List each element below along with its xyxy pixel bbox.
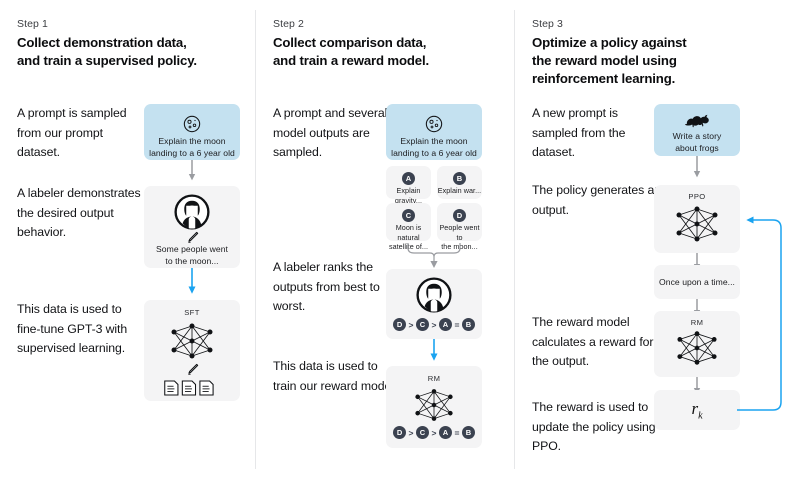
badge-c: C — [402, 209, 415, 223]
step2-prompt-card[interactable]: Explain the moon landing to a 6 year old — [386, 104, 482, 160]
step3-ppo-card[interactable]: PPO — [654, 185, 740, 253]
step3-reward-card[interactable]: rk — [654, 390, 740, 430]
frog-icon — [654, 112, 740, 134]
step3-prompt-card[interactable]: Write a story about frogs — [654, 104, 740, 156]
step-1-label: Step 1 — [17, 18, 48, 30]
sft-label: SFT — [184, 308, 200, 317]
rank-badge: B — [461, 426, 475, 439]
step-1-title: Collect demonstration data, and train a … — [17, 35, 197, 68]
step2-output-c-text: Moon is natural satellite of... — [388, 223, 429, 251]
step2-output-a[interactable]: A Explain gravity... — [386, 166, 431, 205]
rm-label: RM — [427, 374, 441, 383]
reward-r: r — [691, 399, 699, 418]
step2-output-c[interactable]: C Moon is natural satellite of... — [386, 203, 431, 251]
badge-b: B — [453, 172, 466, 186]
step-3-column: Step 3 Optimize a policy against the rew… — [515, 0, 788, 479]
reward-subscript: k — [698, 410, 703, 422]
step-2-label: Step 2 — [273, 18, 304, 30]
step2-rm-card[interactable]: RM D>C>A=B — [386, 366, 482, 448]
step-1-narration-1: A prompt is sampled from our prompt data… — [17, 106, 127, 159]
step-2-column: Step 2 Collect comparison data, and trai… — [256, 0, 515, 479]
step-2-title: Collect comparison data, and train a rew… — [273, 35, 430, 68]
step2-prompt-caption: Explain the moon landing to a 6 year old — [391, 136, 477, 158]
ppo-label: PPO — [688, 192, 706, 201]
rank-badge: C — [416, 426, 430, 439]
arrow-labeler-to-sft — [188, 268, 196, 294]
step-2-narration-3: This data is used to train our reward mo… — [273, 359, 398, 393]
step-1-narration-2: A labeler demonstrates the desired outpu… — [17, 186, 141, 239]
step-3-title: Optimize a policy against the reward mod… — [532, 35, 687, 86]
step1-prompt-caption: Explain the moon landing to a 6 year old — [149, 136, 235, 158]
labeler-avatar-icon — [386, 277, 482, 318]
rank-op: > — [431, 319, 437, 330]
step-2-narration-2: A labeler ranks the outputs from best to… — [273, 260, 380, 313]
rank-op: > — [408, 427, 414, 438]
rank-op: = — [454, 319, 460, 330]
moon-icon — [144, 114, 240, 139]
step1-labeler-card[interactable]: Some people went to the moon... — [144, 186, 240, 268]
step2-ranking-rm: D>C>A=B — [386, 426, 482, 439]
arrow-prompt-to-ppo — [693, 156, 701, 178]
step2-output-b[interactable]: B Explain war... — [437, 166, 482, 199]
neural-net-icon — [144, 319, 240, 368]
pencil-icon — [144, 362, 240, 382]
column-divider-1 — [255, 10, 256, 469]
step2-ranker-card[interactable]: D>C>A=B — [386, 269, 482, 339]
rank-badge: D — [393, 318, 407, 331]
step-3-narration-3: The reward model calculates a reward for… — [532, 315, 654, 368]
step2-ranking-labeler: D>C>A=B — [386, 318, 482, 331]
rm-label: RM — [690, 318, 704, 327]
step3-output-card[interactable]: Once upon a time... — [654, 265, 740, 299]
step-1-narration-3: This data is used to fine-tune GPT-3 wit… — [17, 302, 128, 355]
badge-a: A — [402, 172, 415, 186]
rank-badge: B — [461, 318, 475, 331]
step1-prompt-card[interactable]: Explain the moon landing to a 6 year old — [144, 104, 240, 160]
step3-rm-card[interactable]: RM — [654, 311, 740, 377]
labeler-avatar-icon — [144, 194, 240, 235]
arrow-prompt-to-labeler — [188, 160, 196, 181]
reward-symbol: rk — [654, 399, 740, 421]
badge-d: D — [453, 209, 466, 223]
rank-op: = — [454, 427, 460, 438]
rank-op: > — [408, 319, 414, 330]
step-3-narration-1: A new prompt is sampled from the dataset… — [532, 106, 626, 159]
step2-output-a-text: Explain gravity... — [394, 186, 423, 205]
step2-output-d-text: People went to the moon... — [439, 223, 480, 251]
rank-badge: C — [416, 318, 430, 331]
rank-badge: A — [438, 426, 452, 439]
step3-prompt-caption: Write a story about frogs — [672, 131, 722, 153]
step-1-column: Step 1 Collect demonstration data, and t… — [0, 0, 256, 479]
step3-output-text: Once upon a time... — [659, 277, 735, 287]
column-divider-2 — [514, 10, 515, 469]
step-2-narration-1: A prompt and several model outputs are s… — [273, 106, 388, 159]
documents-icon — [144, 379, 240, 402]
step2-output-b-text: Explain war... — [437, 186, 482, 195]
step1-labeler-caption: Some people went to the moon... — [156, 244, 228, 266]
pencil-icon — [144, 230, 240, 250]
neural-net-icon — [654, 327, 740, 374]
step1-sft-card[interactable]: SFT — [144, 300, 240, 401]
rank-op: > — [431, 427, 437, 438]
moon-icon — [386, 114, 482, 139]
arrow-ranker-to-rm — [430, 339, 438, 361]
neural-net-icon — [654, 202, 740, 251]
rank-badge: A — [438, 318, 452, 331]
rank-badge: D — [393, 426, 407, 439]
neural-net-icon — [386, 385, 482, 430]
merge-brace-arrow — [407, 243, 461, 268]
arrow-rm-to-reward — [693, 377, 701, 395]
ppo-feedback-loop-arrow — [737, 216, 782, 411]
step-3-label: Step 3 — [532, 18, 563, 30]
step2-output-d[interactable]: D People went to the moon... — [437, 203, 482, 251]
step-3-narration-2: The policy generates an output. — [532, 183, 661, 217]
step-3-narration-4: The reward is used to update the policy … — [532, 400, 656, 453]
